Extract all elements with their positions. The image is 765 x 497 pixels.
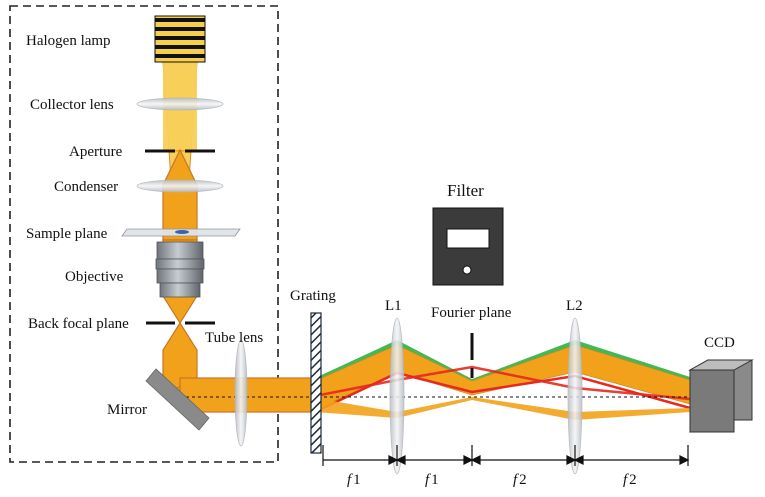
label-condenser: Condenser xyxy=(54,179,118,195)
label-fourier-plane: Fourier plane xyxy=(431,305,512,321)
collector-lens-icon xyxy=(136,97,224,111)
condenser-lens-icon xyxy=(136,179,224,193)
label-ccd: CCD xyxy=(704,335,735,351)
mirror-icon xyxy=(145,368,210,431)
illumination-beam xyxy=(162,61,198,396)
lens-l2-icon xyxy=(567,317,583,475)
label-l1: L1 xyxy=(385,298,402,314)
lens-l1-icon xyxy=(389,317,405,475)
label-sample-plane: Sample plane xyxy=(26,226,108,242)
filter-icon xyxy=(432,207,504,286)
grating-icon xyxy=(310,312,322,454)
label-grating: Grating xyxy=(290,288,336,304)
label-tube-lens: Tube lens xyxy=(205,330,263,346)
halogen-lamp-icon xyxy=(154,15,206,63)
label-aperture: Aperture xyxy=(69,144,123,160)
label-l2: L2 xyxy=(566,298,583,314)
label-filter: Filter xyxy=(447,181,484,200)
label-collector-lens: Collector lens xyxy=(30,97,114,113)
label-halogen-lamp: Halogen lamp xyxy=(26,33,111,49)
microscope-enclosure xyxy=(9,5,279,463)
label-objective: Objective xyxy=(65,269,124,285)
label-back-focal-plane: Back focal plane xyxy=(28,316,129,332)
ccd-camera-icon xyxy=(688,359,754,433)
distance-scale xyxy=(322,445,690,466)
sample-plane-icon xyxy=(121,228,241,237)
label-mirror: Mirror xyxy=(107,402,147,418)
objective-icon xyxy=(155,241,205,298)
tube-lens-icon xyxy=(234,339,248,447)
